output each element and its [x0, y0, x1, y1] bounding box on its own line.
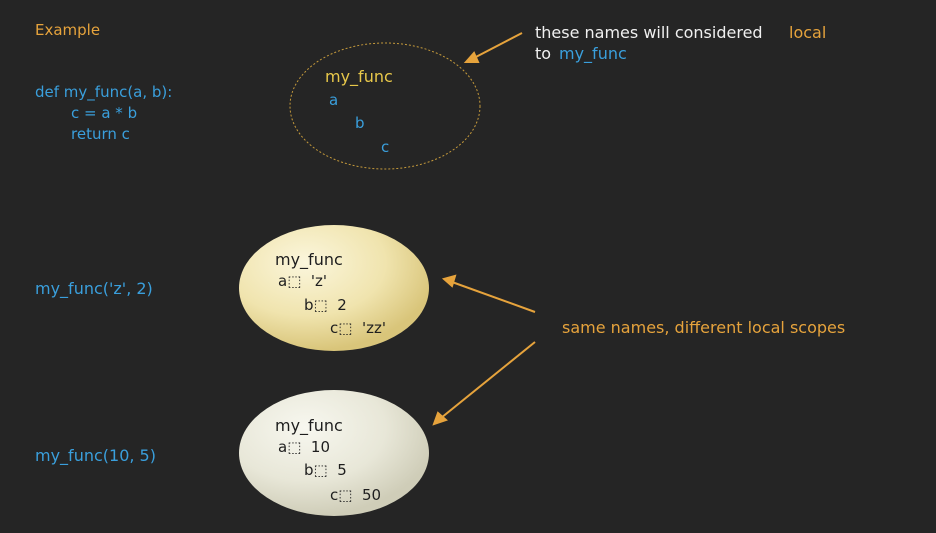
definition-scope-var-c: c [381, 138, 390, 156]
arrow-head-definition [463, 51, 480, 63]
call-1-binding-a: a⬚ 'z' [278, 272, 328, 290]
annotation-top-local: local [789, 23, 827, 42]
call-1-binding-c: c⬚ 'zz' [330, 319, 386, 337]
annotation-bottom-text: same names, different local scopes [562, 318, 846, 337]
annotation-top-text: these names will considered [535, 23, 763, 42]
definition-scope-ellipse [289, 42, 481, 170]
code-line-assign: c = a * b [71, 104, 138, 122]
call-2-binding-a: a⬚ 10 [278, 438, 330, 456]
code-line-return: return c [71, 125, 130, 143]
call-1-expression: my_func('z', 2) [35, 279, 153, 298]
arrow-head-call-2 [432, 411, 448, 426]
annotation-top-to: to [535, 44, 552, 63]
arrow-to-call-scope-1 [451, 281, 536, 313]
example-title: Example [35, 21, 101, 39]
definition-scope-var-a: a [329, 91, 339, 109]
call-scope-ellipse-2 [239, 390, 429, 516]
annotation-top-func: my_func [559, 44, 627, 63]
call-2-binding-b: b⬚ 5 [304, 461, 347, 479]
call-1-scope-name: my_func [275, 250, 343, 269]
call-1-binding-b: b⬚ 2 [304, 296, 347, 314]
call-2-binding-c: c⬚ 50 [330, 486, 382, 504]
arrow-to-definition-scope [471, 32, 523, 60]
code-line-def: def my_func(a, b): [35, 83, 173, 101]
call-scope-ellipse-1 [239, 225, 429, 351]
arrow-head-call-1 [441, 274, 457, 288]
call-2-expression: my_func(10, 5) [35, 446, 156, 465]
definition-scope-name: my_func [325, 67, 393, 86]
arrow-to-call-scope-2 [440, 341, 536, 419]
call-2-scope-name: my_func [275, 416, 343, 435]
definition-scope-var-b: b [355, 114, 365, 132]
